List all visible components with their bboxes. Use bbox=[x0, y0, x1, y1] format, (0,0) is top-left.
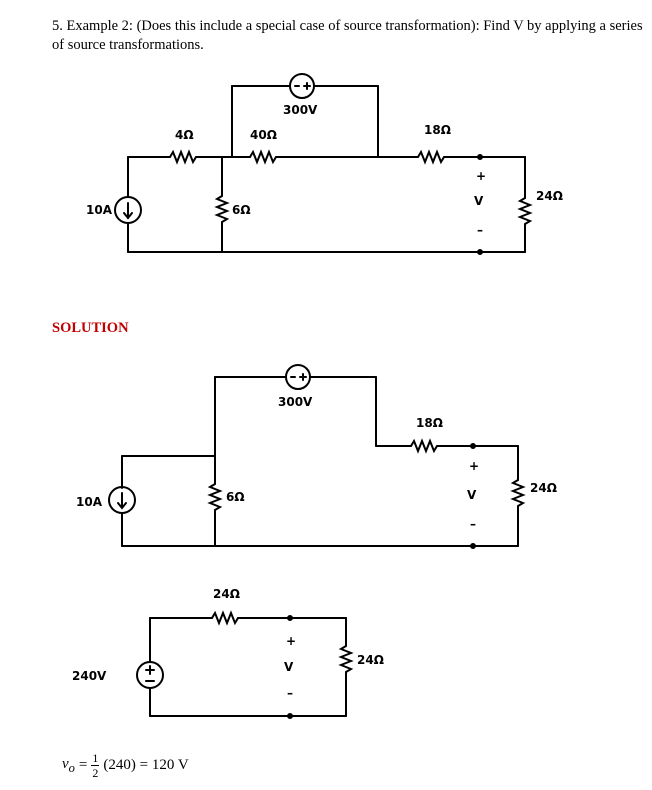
problem-statement: 5. Example 2: (Does this include a speci… bbox=[52, 18, 643, 53]
c2-v-label: V bbox=[467, 488, 477, 502]
current-source-10a bbox=[114, 196, 142, 224]
c3-rs-label: 24Ω bbox=[213, 587, 240, 601]
c1-r3-label: 6Ω bbox=[232, 203, 251, 217]
resistor-24-ohm-2 bbox=[510, 479, 526, 507]
c3-rl-label: 24Ω bbox=[357, 653, 384, 667]
resistor-18-ohm-2 bbox=[410, 438, 438, 454]
result-lhs: vo bbox=[62, 755, 75, 775]
c2-r5-label: 24Ω bbox=[530, 481, 557, 495]
c3-v-label: V bbox=[284, 660, 294, 674]
result-equation: vo = 1 2 (240) = 120 V bbox=[62, 752, 189, 779]
c1-v-minus: – bbox=[477, 223, 483, 237]
c2-vs-label: 300V bbox=[278, 395, 313, 409]
c1-vs-label: 300V bbox=[283, 103, 318, 117]
result-rest: (240) = 120 V bbox=[103, 757, 189, 773]
c1-r4-label: 18Ω bbox=[424, 123, 451, 137]
circuit-3 bbox=[136, 610, 354, 719]
c2-r3-label: 6Ω bbox=[226, 490, 245, 504]
resistor-24-ohm-load bbox=[338, 645, 354, 673]
c3-vs-label: 240V bbox=[72, 669, 107, 683]
resistor-24-ohm bbox=[517, 197, 533, 225]
c2-v-plus: + bbox=[469, 459, 479, 473]
result-equals: = bbox=[78, 757, 88, 773]
resistor-40-ohm bbox=[249, 149, 277, 165]
c2-r4-label: 18Ω bbox=[416, 416, 443, 430]
resistor-6-ohm-2 bbox=[207, 483, 223, 511]
c3-v-minus: – bbox=[287, 686, 293, 700]
c1-v-plus: + bbox=[476, 169, 486, 183]
c2-v-minus: – bbox=[470, 517, 476, 531]
c1-current-label: 10A bbox=[86, 203, 113, 217]
c1-r5-label: 24Ω bbox=[536, 189, 563, 203]
c1-r2-label: 40Ω bbox=[250, 128, 277, 142]
resistor-6-ohm bbox=[214, 195, 230, 223]
resistor-4-ohm bbox=[169, 149, 197, 165]
solution-heading: SOLUTION bbox=[52, 320, 129, 336]
c2-current-label: 10A bbox=[76, 495, 103, 509]
circuit-1 bbox=[114, 73, 533, 255]
c1-v-label: V bbox=[474, 194, 484, 208]
result-fraction: 1 2 bbox=[91, 751, 100, 780]
resistor-24-ohm-series bbox=[211, 610, 239, 626]
resistor-18-ohm bbox=[417, 149, 445, 165]
circuit-2 bbox=[108, 364, 526, 549]
c3-v-plus: + bbox=[286, 634, 296, 648]
c1-r1-label: 4Ω bbox=[175, 128, 194, 142]
